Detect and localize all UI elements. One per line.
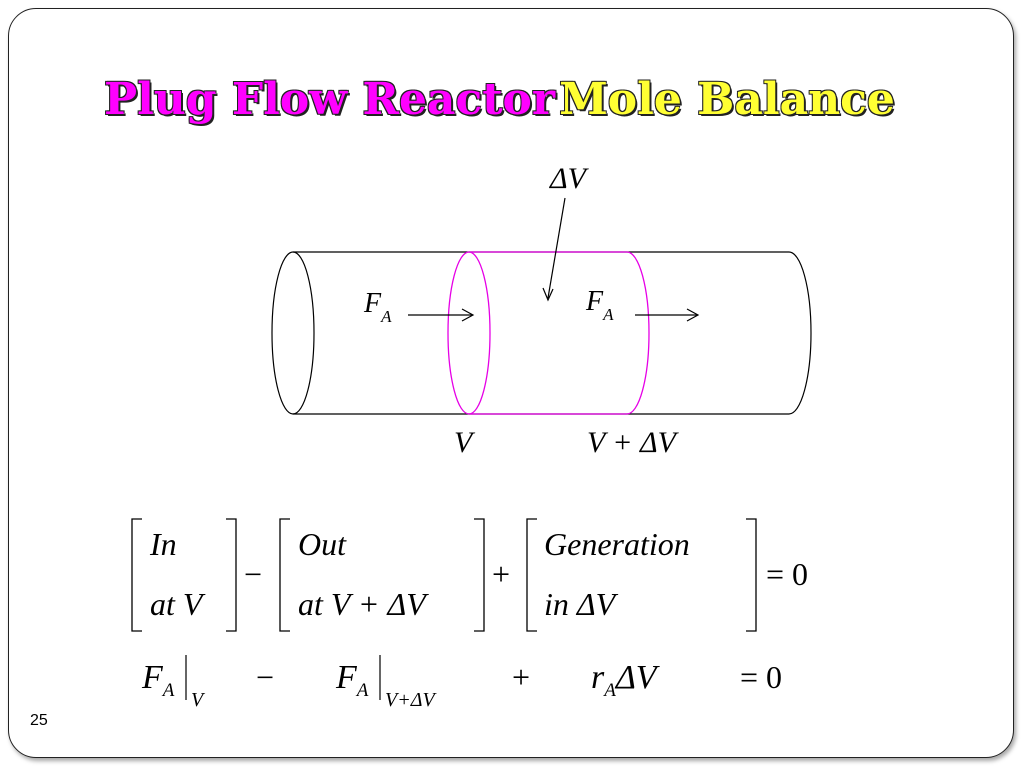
slide-frame <box>8 8 1014 758</box>
slide-number: 25 <box>30 712 48 729</box>
plus-sign-2: + <box>512 659 530 695</box>
position-v-plus-dv-label: V + ΔV <box>587 426 680 459</box>
gen-top: Generation <box>544 526 690 562</box>
equals-zero: = 0 <box>766 556 808 592</box>
position-v-label: V <box>454 426 476 459</box>
word-balance-equation: In at V − Out at V + ΔV + Generation in … <box>131 518 808 632</box>
bracket-out-right <box>474 518 485 632</box>
title-mole-balance: Mole Balance <box>559 74 895 125</box>
flow-in-label: FA <box>363 288 392 326</box>
title-plug-flow-reactor: Plug Flow Reactor <box>104 74 556 125</box>
flow-in-arrow <box>408 308 475 322</box>
reactor-tube <box>271 251 812 415</box>
bracket-in-left <box>131 518 142 632</box>
flow-out-label: FA <box>585 286 614 324</box>
control-volume-left-face <box>447 251 491 415</box>
bracket-gen-right <box>746 518 757 632</box>
bracket-in-right <box>226 518 237 632</box>
control-volume-right-face <box>626 251 650 415</box>
tube-outlet-end <box>788 251 812 415</box>
delta-v-label: ΔV <box>549 162 590 195</box>
minus-sign-2: − <box>256 659 274 695</box>
eval-sub-v-dv: V+ΔV <box>385 689 437 711</box>
in-top: In <box>149 526 177 562</box>
fa-out-term: FA <box>335 659 369 701</box>
fa-in-term: FA <box>141 659 175 701</box>
bracket-gen-left <box>526 518 537 632</box>
out-bottom: at V + ΔV <box>298 586 429 622</box>
out-top: Out <box>298 526 347 562</box>
delta-v-arrow <box>542 197 566 302</box>
control-volume <box>447 251 650 415</box>
bracket-out-left <box>279 518 290 632</box>
in-bottom: at V <box>150 586 206 622</box>
eval-sub-v: V <box>191 689 206 711</box>
flow-out-arrow <box>635 308 700 322</box>
slide-title: Plug Flow Reactor Mole Balance <box>104 74 895 125</box>
equals-zero-2: = 0 <box>740 659 782 695</box>
tube-inlet-end <box>271 251 315 415</box>
minus-sign: − <box>244 556 262 592</box>
ra-term: rAΔV <box>591 659 661 701</box>
gen-bottom: in ΔV <box>544 586 619 622</box>
symbolic-balance-equation: FA V − FA V+ΔV + rAΔV = 0 <box>141 655 782 711</box>
plus-sign: + <box>492 556 510 592</box>
